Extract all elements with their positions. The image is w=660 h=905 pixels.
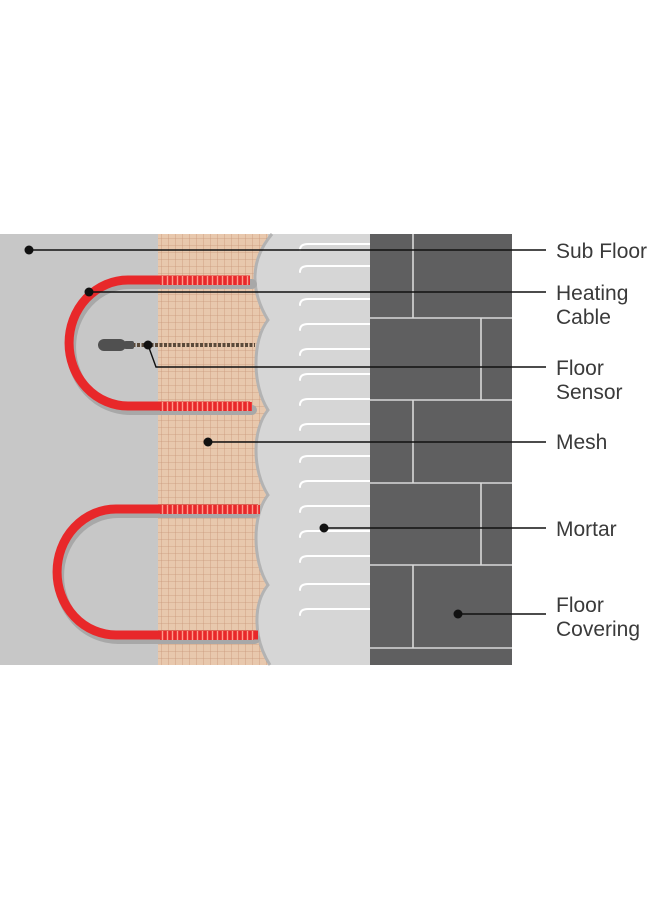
label-floor-sensor: Floor Sensor <box>556 357 623 404</box>
label-mortar: Mortar <box>556 518 617 541</box>
cable-hatch-segment <box>160 276 250 285</box>
leader-dot-mortar <box>319 523 329 533</box>
leader-line-floor-sensor <box>147 344 546 368</box>
floor-sensor-probe <box>98 339 126 351</box>
cable-hatch-segment <box>160 631 254 640</box>
cable-hatch-segment <box>160 402 252 411</box>
mortar-groove <box>299 455 371 463</box>
mortar-groove <box>299 423 371 431</box>
mortar-groove <box>299 505 371 513</box>
mortar-shadow-edge <box>253 233 274 666</box>
leader-lines <box>29 249 546 615</box>
label-mesh: Mesh <box>556 431 608 454</box>
label-sub-floor: Sub Floor <box>556 240 648 263</box>
cable-hatched-sections <box>160 276 260 640</box>
leader-dot-floor-covering <box>453 609 463 619</box>
leader-dot-floor-sensor <box>143 340 153 350</box>
heating-cable-lower-loop <box>52 504 258 640</box>
mortar-groove <box>299 530 371 538</box>
leader-dot-sub-floor <box>24 245 34 255</box>
mortar-groove <box>299 608 371 616</box>
mortar-groove <box>299 243 371 251</box>
label-floor-covering: Floor Covering <box>556 594 641 641</box>
leader-dots <box>24 245 463 619</box>
label-heating-cable: Heating Cable <box>556 282 629 329</box>
mortar-groove <box>299 373 371 381</box>
mortar-groove <box>299 265 371 273</box>
cable-hatch-segment <box>160 505 260 514</box>
mortar-groove <box>299 398 371 406</box>
heating-cable <box>52 275 258 640</box>
mortar-groove <box>299 298 371 306</box>
floor-sensor <box>98 339 255 351</box>
tile-grout-lines <box>370 234 512 649</box>
floor-covering-layer <box>370 234 512 665</box>
mesh-layer <box>158 234 268 665</box>
mortar-groove <box>299 583 371 591</box>
heating-cable-upper-loop <box>64 275 250 411</box>
mortar-groove <box>299 555 371 563</box>
mortar-grooves <box>299 243 371 616</box>
mortar-groove <box>299 323 371 331</box>
mortar-layer <box>254 234 370 665</box>
mortar-groove <box>299 480 371 488</box>
leader-dot-heating-cable <box>84 287 94 297</box>
leader-dot-mesh <box>203 437 213 447</box>
mortar-groove <box>299 348 371 356</box>
floor-sensor-collar <box>124 341 134 349</box>
